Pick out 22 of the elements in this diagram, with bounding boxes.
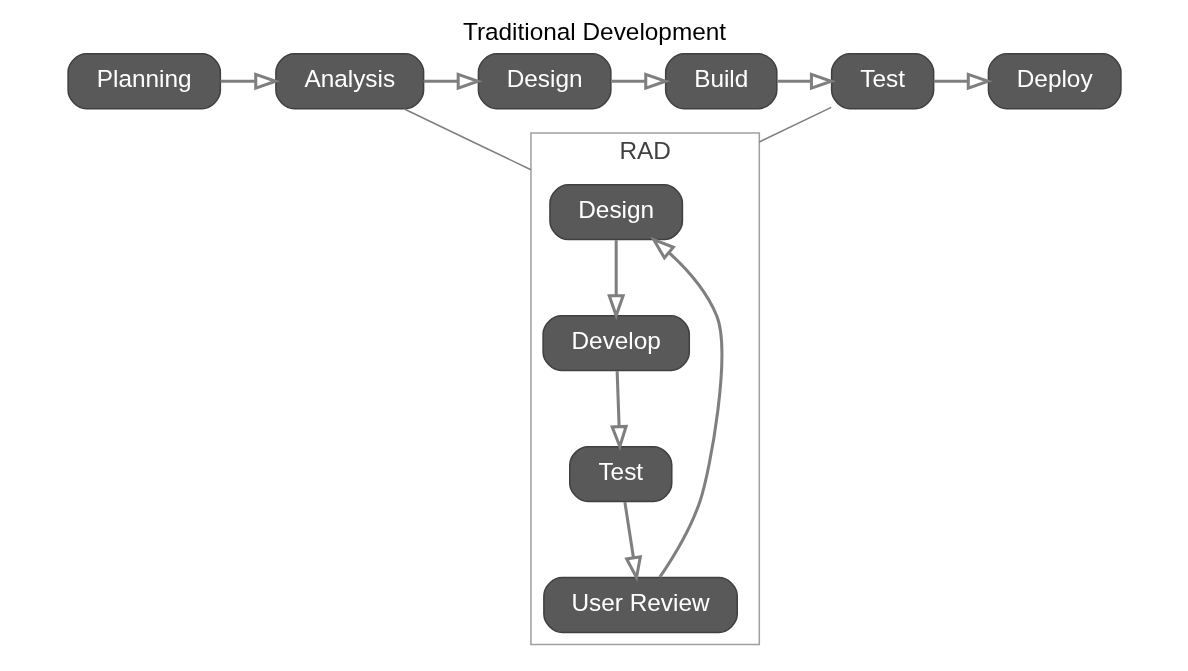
- arrow: [622, 501, 642, 582]
- arrow: [609, 371, 628, 452]
- node-box: Test: [568, 445, 673, 503]
- connector: [403, 108, 532, 171]
- arrow: [776, 72, 836, 91]
- arrow: [649, 236, 723, 579]
- connector: [758, 106, 832, 143]
- diagram-title: Traditional Development: [462, 17, 726, 45]
- node-box: Develop: [541, 314, 690, 372]
- node-box: Deploy: [987, 53, 1122, 110]
- node-box: Test: [830, 53, 934, 110]
- node-box: Build: [664, 53, 778, 110]
- arrow: [423, 72, 483, 91]
- arrow: [220, 72, 280, 91]
- arrow: [606, 240, 625, 321]
- node-box: Design: [477, 53, 612, 110]
- node-box: User Review: [542, 576, 738, 634]
- node-box: Analysis: [274, 53, 424, 110]
- arrow: [933, 72, 993, 91]
- arrow: [611, 72, 670, 91]
- node-box: Planning: [66, 53, 221, 110]
- node-box: Design: [548, 184, 683, 241]
